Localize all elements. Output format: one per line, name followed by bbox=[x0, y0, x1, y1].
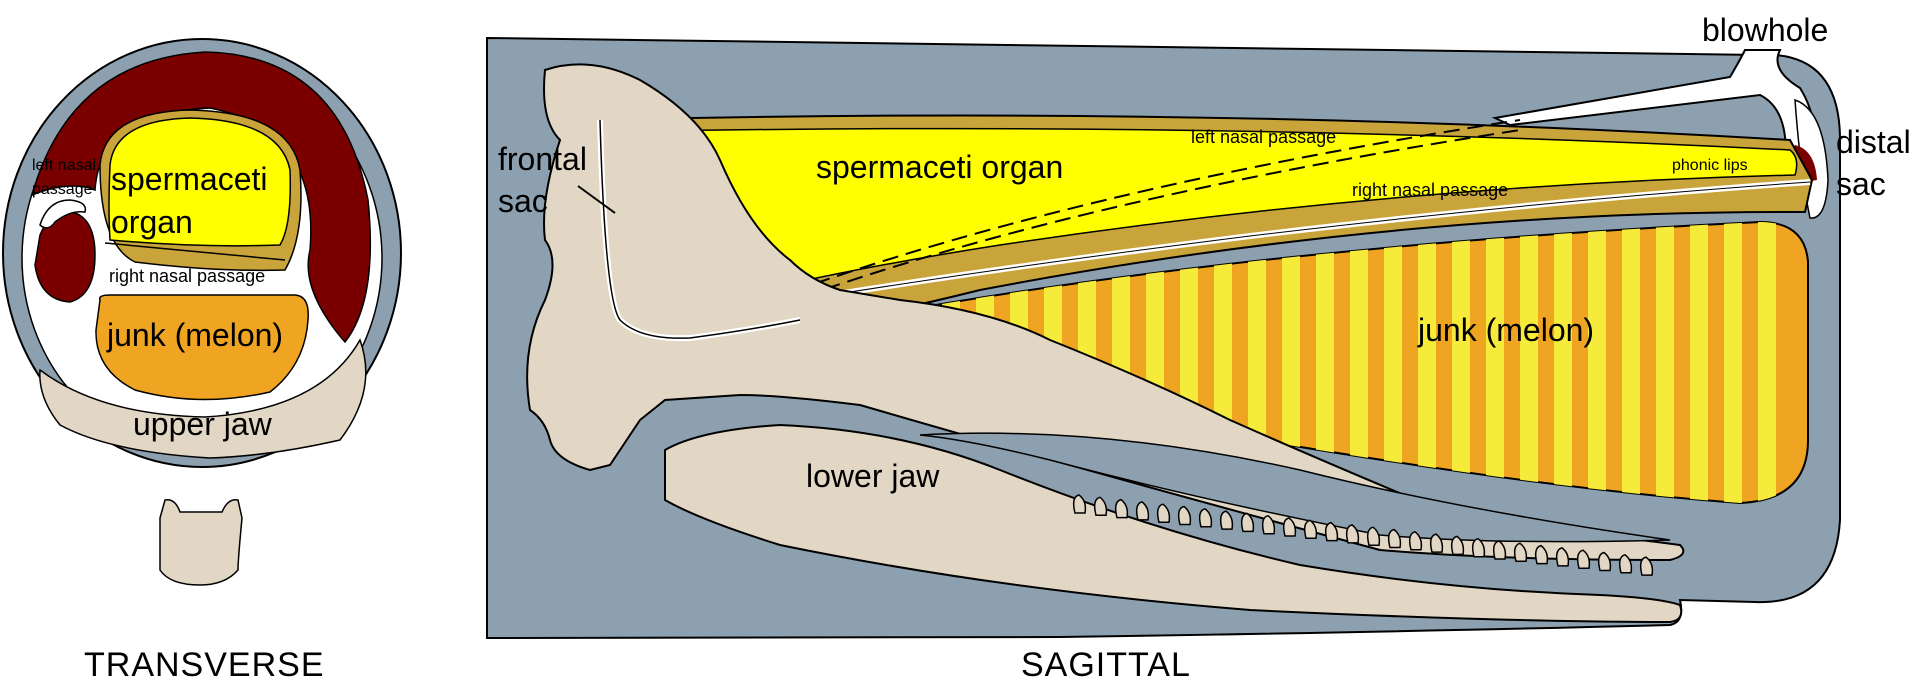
junk-band bbox=[1724, 222, 1742, 503]
junk-band bbox=[1316, 222, 1334, 503]
transverse-spermaceti-label-1: spermaceti bbox=[111, 161, 268, 197]
tooth bbox=[1555, 547, 1570, 567]
transverse-junk-label: junk (melon) bbox=[106, 317, 283, 353]
tooth bbox=[1219, 510, 1234, 530]
junk-band bbox=[1588, 222, 1606, 503]
transverse-right-nasal-passage bbox=[104, 242, 286, 261]
transverse-left-nasal-label-2: passage bbox=[32, 181, 93, 198]
transverse-left-nasal-label-1: left nasal bbox=[32, 157, 96, 174]
lower-jaw-label: lower jaw bbox=[806, 458, 940, 494]
tooth bbox=[1492, 540, 1507, 560]
transverse-junk bbox=[95, 294, 309, 401]
tooth bbox=[1198, 507, 1213, 528]
tooth bbox=[1303, 519, 1318, 540]
tooth bbox=[1639, 556, 1654, 576]
tooth bbox=[1072, 494, 1087, 514]
junk-band bbox=[1418, 222, 1436, 503]
tooth bbox=[1387, 528, 1402, 549]
sagittal-labels: blowhole distal sac frontal sac spermace… bbox=[498, 12, 1911, 684]
tooth bbox=[1261, 514, 1276, 535]
tooth bbox=[1156, 503, 1171, 523]
tooth bbox=[1429, 533, 1444, 553]
transverse-left-nasal-passage bbox=[39, 199, 87, 229]
junk-band bbox=[1554, 222, 1572, 503]
transverse-labels: left nasal passage spermaceti organ righ… bbox=[32, 157, 325, 684]
tooth bbox=[1408, 530, 1423, 551]
tooth bbox=[1534, 544, 1549, 565]
tooth bbox=[1282, 517, 1297, 537]
tooth bbox=[1597, 551, 1612, 572]
transverse-caption: TRANSVERSE bbox=[84, 646, 325, 684]
junk-band bbox=[1282, 222, 1300, 503]
blowhole-channel bbox=[1491, 49, 1817, 166]
transverse-spermaceti-organ bbox=[108, 117, 292, 247]
tooth bbox=[1345, 524, 1360, 544]
tooth bbox=[1366, 526, 1381, 546]
tooth bbox=[1093, 496, 1108, 517]
sagittal-left-nasal-label: left nasal passage bbox=[1191, 127, 1336, 147]
tooth bbox=[1177, 505, 1192, 526]
junk-band bbox=[1656, 222, 1674, 503]
phonic-lips-label: phonic lips bbox=[1672, 157, 1748, 174]
tooth bbox=[1324, 521, 1339, 542]
tooth bbox=[1618, 553, 1633, 574]
lower-jaw-teeth bbox=[1072, 494, 1654, 576]
distal-sac-label-1: distal bbox=[1836, 124, 1911, 160]
tooth bbox=[1513, 542, 1528, 563]
tooth bbox=[1576, 549, 1591, 569]
junk-band bbox=[1452, 222, 1470, 503]
junk-band bbox=[1622, 222, 1640, 503]
tooth bbox=[1471, 537, 1486, 558]
transverse-right-nasal-label: right nasal passage bbox=[109, 266, 265, 286]
tooth bbox=[1135, 501, 1150, 521]
blowhole-label: blowhole bbox=[1702, 12, 1828, 48]
junk-band bbox=[1690, 222, 1708, 503]
frontal-sac-pointer bbox=[577, 185, 616, 214]
junk-band bbox=[1758, 222, 1776, 503]
tooth bbox=[1114, 498, 1129, 519]
tooth bbox=[1240, 512, 1255, 533]
transverse-lower-jaw bbox=[159, 499, 243, 586]
transverse-spermaceti-label-2: organ bbox=[111, 204, 193, 240]
junk-band bbox=[1384, 222, 1402, 503]
sagittal-junk-label: junk (melon) bbox=[1417, 312, 1594, 348]
sagittal-section bbox=[486, 36, 1841, 640]
junk-band bbox=[1520, 222, 1538, 503]
sagittal-caption: SAGITTAL bbox=[1021, 646, 1191, 684]
frontal-sac-label-1: frontal bbox=[498, 141, 587, 177]
transverse-upper-jaw-label: upper jaw bbox=[133, 406, 273, 442]
tooth bbox=[1450, 535, 1465, 556]
transverse-upper-jaw bbox=[39, 338, 367, 459]
lower-jaw bbox=[664, 423, 1683, 624]
distal-sac-label-2: sac bbox=[1836, 166, 1886, 202]
jaw-gap bbox=[919, 432, 1671, 543]
sagittal-spermaceti-label: spermaceti organ bbox=[816, 149, 1063, 185]
sagittal-right-nasal-label: right nasal passage bbox=[1352, 180, 1508, 200]
transverse-section bbox=[2, 38, 402, 586]
junk-band bbox=[1350, 222, 1368, 503]
frontal-sac-label-2: sac bbox=[498, 183, 548, 219]
junk-band bbox=[1486, 222, 1504, 503]
